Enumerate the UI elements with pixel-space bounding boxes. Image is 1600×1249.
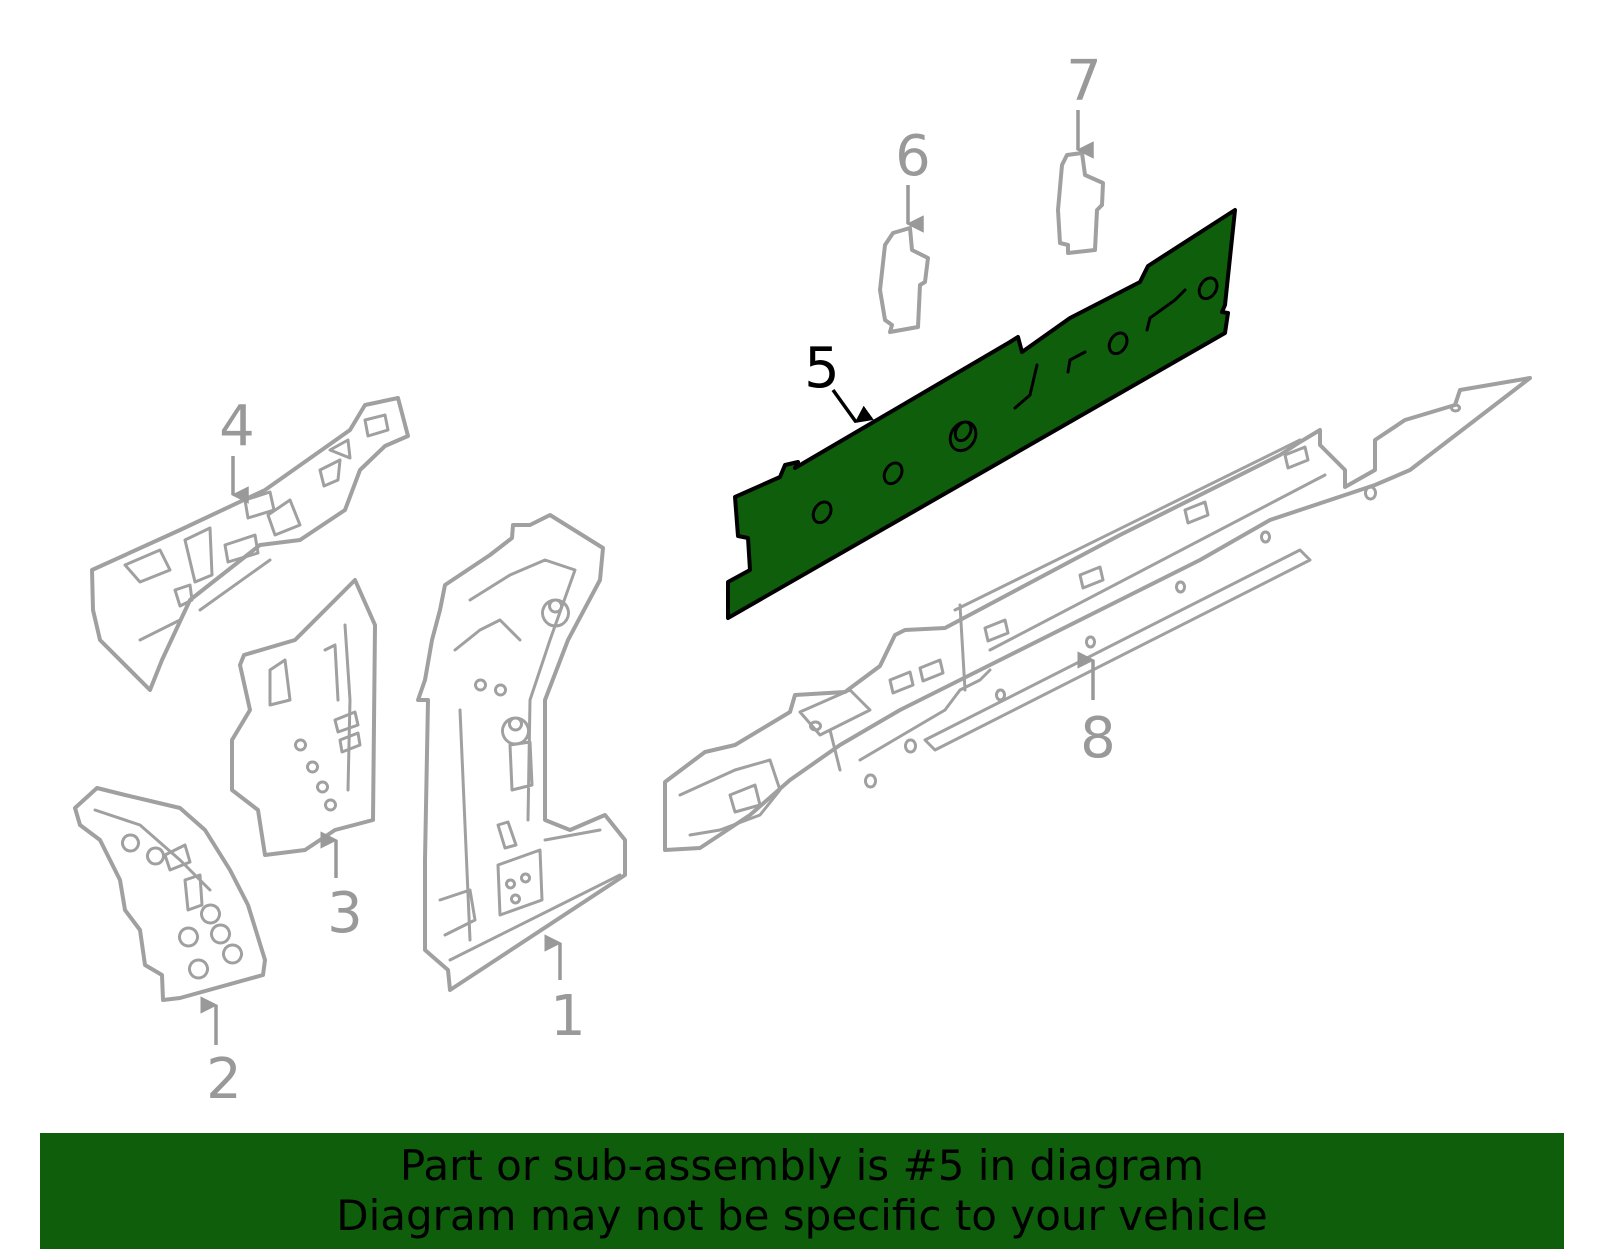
parts-diagram: 1 2 3 4 5 6 7 8: [73, 49, 1532, 1112]
callout-6: 6: [895, 124, 931, 233]
part-4[interactable]: [90, 396, 410, 692]
callout-label-8: 8: [1080, 706, 1116, 771]
callout-1: 1: [544, 934, 586, 1049]
callout-arrow-5: [831, 388, 874, 424]
part-1[interactable]: [416, 513, 627, 992]
part-7[interactable]: [1056, 151, 1105, 255]
callout-2: 2: [200, 996, 242, 1112]
callout-label-4: 4: [219, 394, 255, 459]
callout-label-2: 2: [206, 1047, 242, 1112]
callout-label-7: 7: [1066, 49, 1102, 114]
banner-line-2: Diagram may not be specific to your vehi…: [336, 1191, 1268, 1240]
banner-line-1: Part or sub-assembly is #5 in diagram: [399, 1141, 1205, 1190]
part-8[interactable]: [663, 376, 1532, 852]
callout-8: 8: [1077, 651, 1116, 771]
callout-label-6: 6: [895, 124, 931, 189]
callout-7: 7: [1066, 49, 1102, 159]
callout-label-3: 3: [327, 881, 363, 946]
callout-4: 4: [219, 394, 255, 504]
part-5-highlighted[interactable]: [726, 208, 1237, 620]
callout-label-1: 1: [550, 984, 586, 1049]
callout-3: 3: [320, 831, 363, 946]
part-3[interactable]: [230, 578, 377, 857]
info-banner: Part or sub-assembly is #5 in diagram Di…: [40, 1133, 1564, 1249]
callout-5: 5: [804, 336, 874, 424]
part-2[interactable]: [73, 786, 267, 1002]
part-6[interactable]: [878, 226, 930, 334]
